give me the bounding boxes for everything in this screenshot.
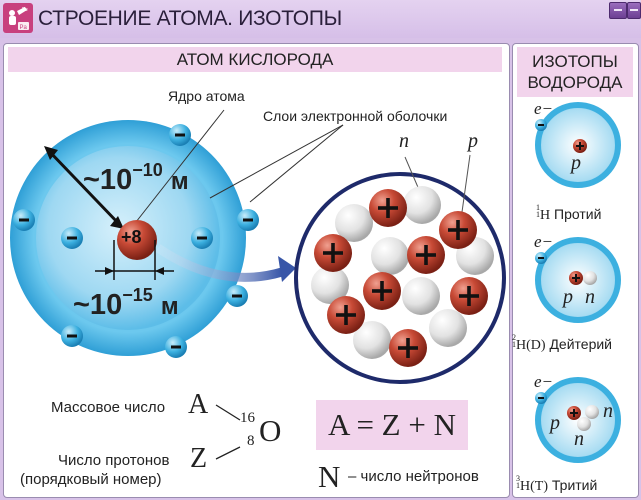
mass-number: 2: [512, 333, 516, 342]
atomic-number: 1: [512, 340, 516, 349]
nucleus-label: Ядро атома: [168, 88, 245, 104]
restore-icon: [630, 9, 638, 11]
atomic-number: 1: [516, 481, 520, 490]
panel-header-hydrogen: ИЗОТОПЫ ВОДОРОДА: [517, 47, 633, 97]
mass-number: 3: [516, 474, 520, 483]
protium-atom: [535, 102, 621, 188]
header-line-1: ИЗОТОПЫ: [532, 52, 618, 71]
arrow-head-icon: [110, 216, 124, 229]
header-line-2: ВОДОРОДА: [527, 73, 623, 92]
proton-label: p: [550, 412, 560, 434]
nucleons: [311, 186, 494, 367]
proton-label: p: [563, 286, 573, 308]
neutron-label: n: [574, 428, 584, 450]
window-title: СТРОЕНИЕ АТОМА. ИЗОТОПЫ: [38, 7, 342, 30]
isotope-name: Тритий: [551, 477, 598, 493]
zoom-arrow: [155, 244, 284, 282]
atomic-symbol: Z: [190, 443, 208, 474]
shell-pointer-line-2: [249, 124, 344, 203]
nucleus-pointer-line: [135, 109, 225, 223]
atom-radius-arrow: [46, 148, 122, 227]
neutron-label: n: [585, 286, 595, 308]
svg-text:Pa: Pa: [20, 25, 28, 31]
proton-label: p: [468, 130, 478, 152]
mass-number: 16: [240, 410, 255, 426]
minimize-button[interactable]: [609, 2, 627, 19]
atom-size-unit: м: [170, 168, 189, 195]
atomic-number-label-2: (порядковый номер): [20, 471, 162, 488]
mass-number-label: Массовое число: [51, 399, 166, 416]
neutron-pointer-line: [404, 156, 421, 193]
element-symbol: O: [259, 413, 282, 448]
isotope-symbol: H(T): [520, 479, 548, 494]
title-bar: Pa Fe СТРОЕНИЕ АТОМА. ИЗОТОПЫ: [0, 0, 641, 38]
arrow-head-icon: [278, 256, 296, 282]
mass-pointer-line: [215, 404, 241, 421]
nucleus-charge: +8: [121, 227, 142, 247]
neutron-note: – число нейтронов: [348, 468, 479, 485]
electrons: [13, 124, 259, 358]
neutron-label: n: [399, 130, 409, 152]
mass-symbol: A: [188, 389, 209, 420]
shell-pointer-line-1: [209, 124, 344, 199]
nucleus-size-unit: м: [160, 293, 179, 320]
oxygen-nucleus: [117, 220, 157, 260]
neutron-symbol: N: [318, 459, 341, 494]
electron-label: e−: [534, 372, 554, 391]
nucleus-size-exp: −15: [122, 285, 153, 305]
number-pointer-line: [215, 446, 241, 460]
nucleus-size-base: ~10: [73, 289, 123, 321]
arrow-head-icon: [44, 146, 58, 160]
nucleus-size-label: ~10−15 м: [73, 285, 179, 322]
svg-text:Fe: Fe: [22, 7, 28, 13]
arrow-head-icon: [105, 267, 114, 275]
neutron-label: n: [603, 400, 613, 422]
electron-label: e−: [534, 232, 554, 251]
atomic-number: 8: [247, 433, 255, 449]
arrow-head-icon: [155, 267, 164, 275]
proton-pointer-line: [461, 154, 471, 213]
deuterium-atom: [535, 237, 621, 323]
chemistry-app-icon: Pa Fe: [3, 3, 33, 33]
atom-size-exp: −10: [132, 160, 163, 180]
electron-label: e−: [534, 99, 554, 118]
shells-label: Слои электронной оболочки: [263, 108, 448, 124]
atomic-number-label-1: Число протонов: [58, 452, 170, 469]
isotope-symbol: H: [540, 208, 551, 223]
atom-size-base: ~10: [83, 164, 133, 196]
mass-number: 1: [536, 203, 540, 212]
panel-header-oxygen: АТОМ КИСЛОРОДА: [8, 47, 502, 72]
isotope-name: Протий: [554, 206, 602, 222]
isotope-symbol: H(D): [516, 338, 546, 353]
minimize-icon: [614, 9, 622, 11]
flask-figure-icon: Pa Fe: [9, 7, 29, 31]
proton-label: p: [571, 152, 581, 174]
atomic-number: 1: [536, 210, 540, 219]
mass-formula: A = Z + N: [316, 400, 468, 450]
tritium-atom: [535, 377, 621, 463]
isotope-name: Дейтерий: [549, 336, 612, 352]
atom-size-label: ~10−10 м: [83, 160, 189, 197]
